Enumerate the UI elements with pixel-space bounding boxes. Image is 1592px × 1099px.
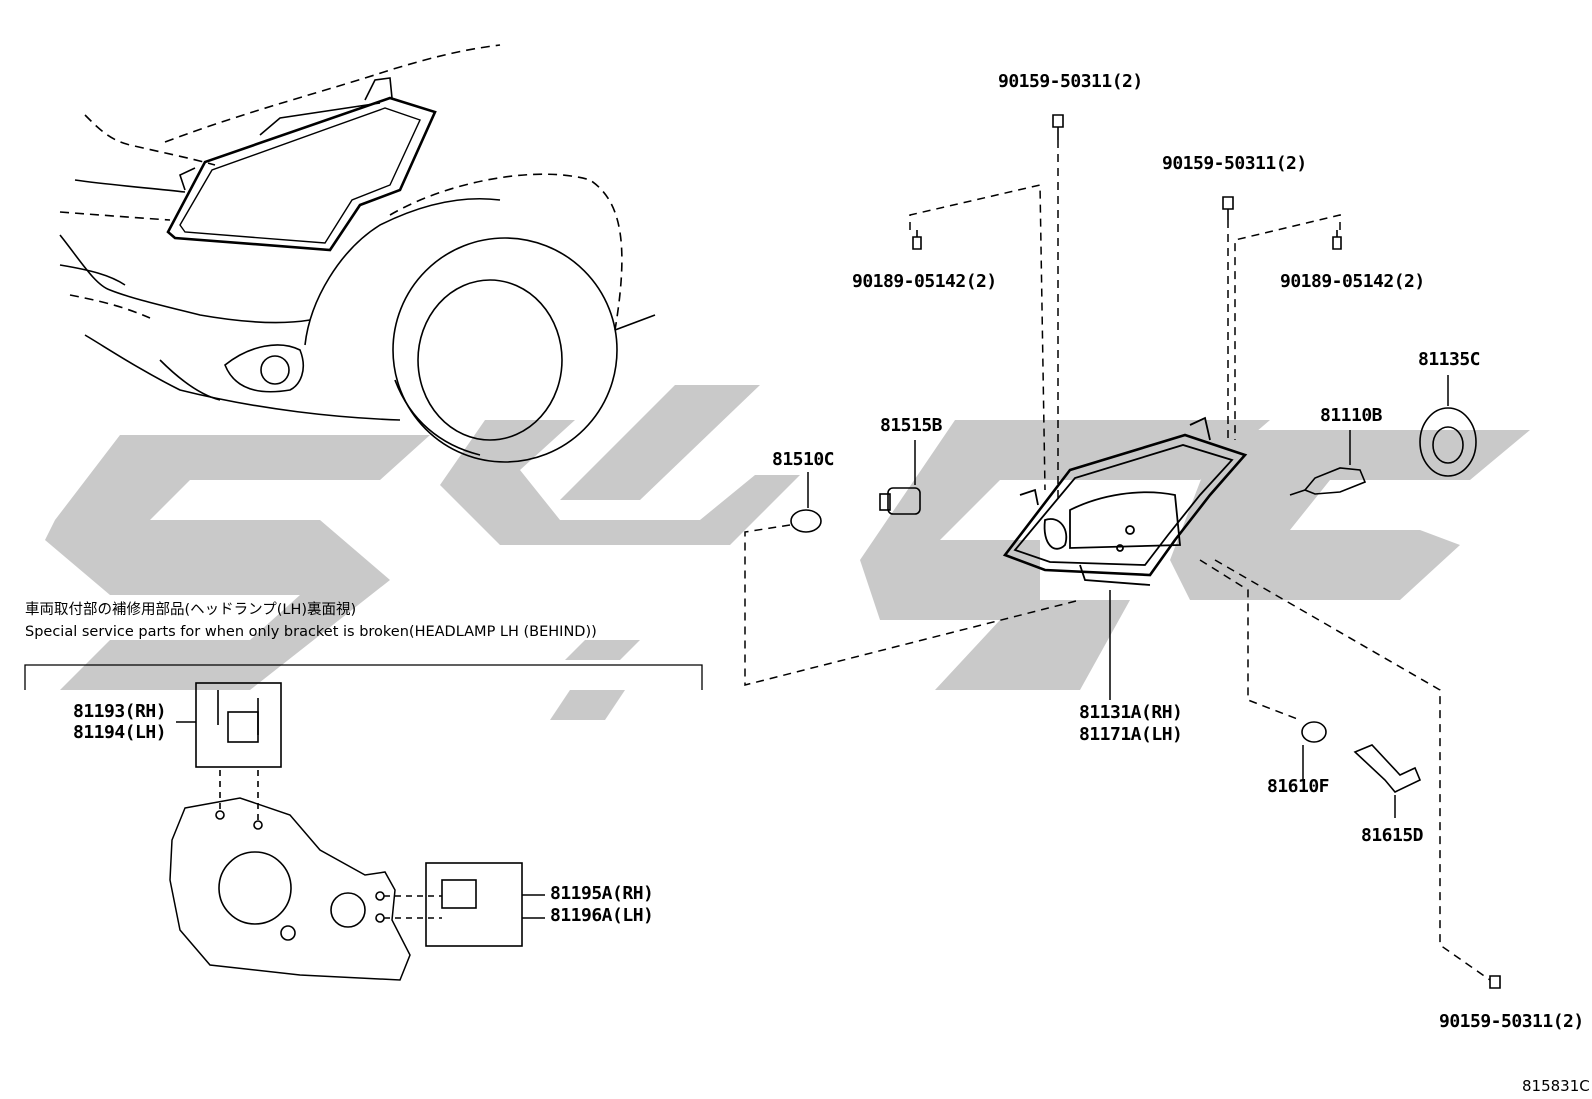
car-front-sketch [59, 44, 656, 463]
label-90159-top[interactable]: 90159-50311(2) [998, 71, 1143, 92]
wedge-bulb [1301, 721, 1327, 743]
screw-90159-mid [1222, 196, 1234, 220]
label-81193[interactable]: 81193(RH) [73, 701, 167, 722]
leader-lines [744, 140, 1491, 981]
side-marker-lens [790, 509, 822, 533]
label-90189-left[interactable]: 90189-05142(2) [852, 271, 997, 292]
headlamp-bulb [1303, 467, 1367, 495]
upper-bracket-box [195, 682, 282, 768]
label-90159-bottom[interactable]: 90159-50311(2) [1439, 1011, 1584, 1032]
bracket-inset [24, 664, 703, 981]
headlamp-cover [1419, 407, 1477, 477]
label-90189-right[interactable]: 90189-05142(2) [1280, 271, 1425, 292]
side-bracket-box [425, 862, 523, 947]
label-81615d[interactable]: 81615D [1361, 825, 1424, 846]
label-81610f[interactable]: 81610F [1267, 776, 1330, 797]
label-81171a[interactable]: 81171A(LH) [1079, 724, 1183, 745]
lamp-housing-back [169, 797, 411, 981]
label-81196a[interactable]: 81196A(LH) [550, 905, 654, 926]
solid-leaders [807, 375, 1449, 818]
label-81110b[interactable]: 81110B [1320, 405, 1383, 426]
nut-90189-left [912, 230, 922, 250]
label-81131a[interactable]: 81131A(RH) [1079, 702, 1183, 723]
note-english: Special service parts for when only brac… [25, 624, 597, 640]
headlamp-assembly [1002, 416, 1248, 586]
label-81194[interactable]: 81194(LH) [73, 722, 167, 743]
label-81195a[interactable]: 81195A(RH) [550, 883, 654, 904]
label-81135c[interactable]: 81135C [1418, 349, 1481, 370]
turn-signal-bulb [1353, 744, 1422, 793]
label-90159-mid[interactable]: 90159-50311(2) [1162, 153, 1307, 174]
small-parts [790, 114, 1501, 989]
label-81510c[interactable]: 81510C [772, 449, 835, 470]
label-81515b[interactable]: 81515B [880, 415, 943, 436]
nut-90189-right [1332, 230, 1342, 250]
diagram-id: 815831C [1522, 1077, 1590, 1095]
note-japanese: 車両取付部の補修用部品(ヘッドランプ(LH)裏面視) [25, 602, 357, 618]
screw-90159-top [1052, 114, 1064, 140]
watermark-logo [45, 385, 1530, 720]
screw-90159-bottom [1489, 975, 1501, 989]
side-marker-socket [887, 487, 921, 515]
